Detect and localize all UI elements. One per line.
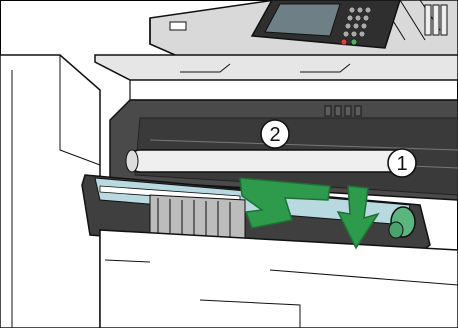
step-2-label: 2	[269, 124, 280, 146]
step-1-label: 1	[396, 153, 407, 175]
step-1-marker: 1	[388, 149, 416, 177]
feed-roller	[126, 150, 410, 172]
step-2-marker: 2	[261, 120, 289, 148]
